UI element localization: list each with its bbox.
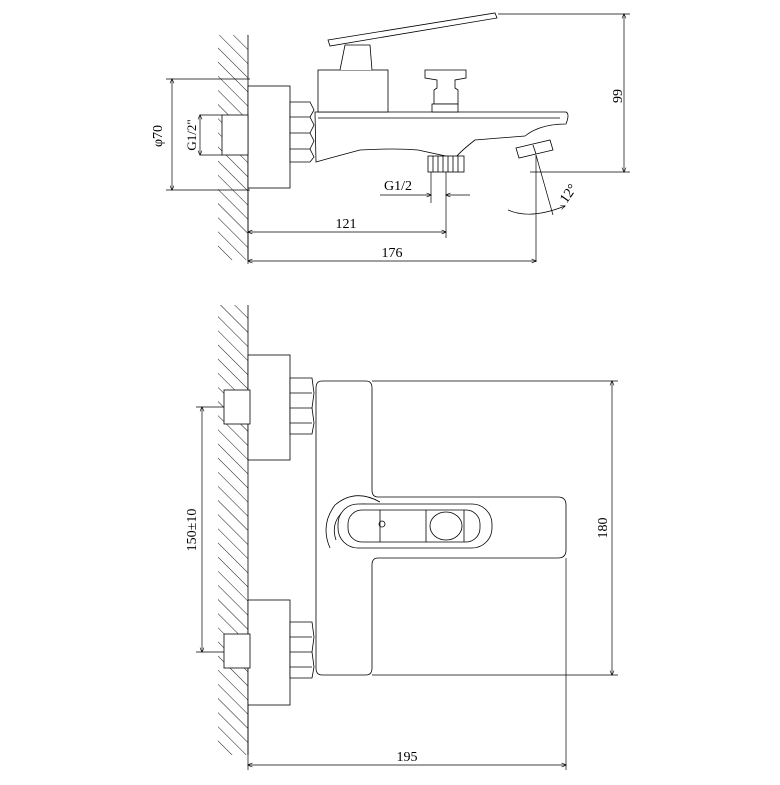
- dim-180-label: 180: [596, 518, 611, 539]
- dim-195-label: 195: [397, 750, 418, 765]
- side-cartridge-housing: [317, 69, 389, 113]
- dim-150-label: 150±10: [185, 509, 200, 552]
- side-view: 99 φ70 G1/2" G1/2 12° 121 176: [151, 12, 630, 264]
- dim-176-label: 176: [382, 246, 403, 261]
- front-upper-nut: [289, 377, 315, 435]
- side-union-nut: [289, 101, 315, 163]
- side-lever-handle: [327, 12, 498, 47]
- side-diverter-knob: [424, 69, 467, 105]
- front-upper-pipe: [223, 389, 251, 425]
- front-upper-flange: [247, 354, 291, 461]
- side-spout-body: [314, 111, 569, 163]
- front-lower-flange: [247, 599, 291, 706]
- dim-outlet-thread-label: G1/2: [384, 179, 412, 194]
- dim-phi70-label: φ70: [151, 125, 166, 147]
- front-view: 150±10 180 195: [185, 305, 618, 770]
- dim-angle-label: 12°: [557, 182, 581, 207]
- front-lower-pipe: [223, 633, 251, 669]
- dim-inlet-thread-label: G1/2": [184, 119, 199, 150]
- dim-121-label: 121: [336, 217, 357, 232]
- dim-angle-arc: [507, 206, 565, 215]
- front-wall-hatching: [218, 305, 248, 755]
- side-lever-stem: [339, 44, 373, 71]
- front-lower-nut: [289, 621, 315, 679]
- dim-99-label: 99: [611, 89, 626, 103]
- front-lever-ring: [429, 511, 463, 541]
- side-wall-flange: [247, 85, 291, 189]
- side-eccentric-pipe: [221, 114, 249, 156]
